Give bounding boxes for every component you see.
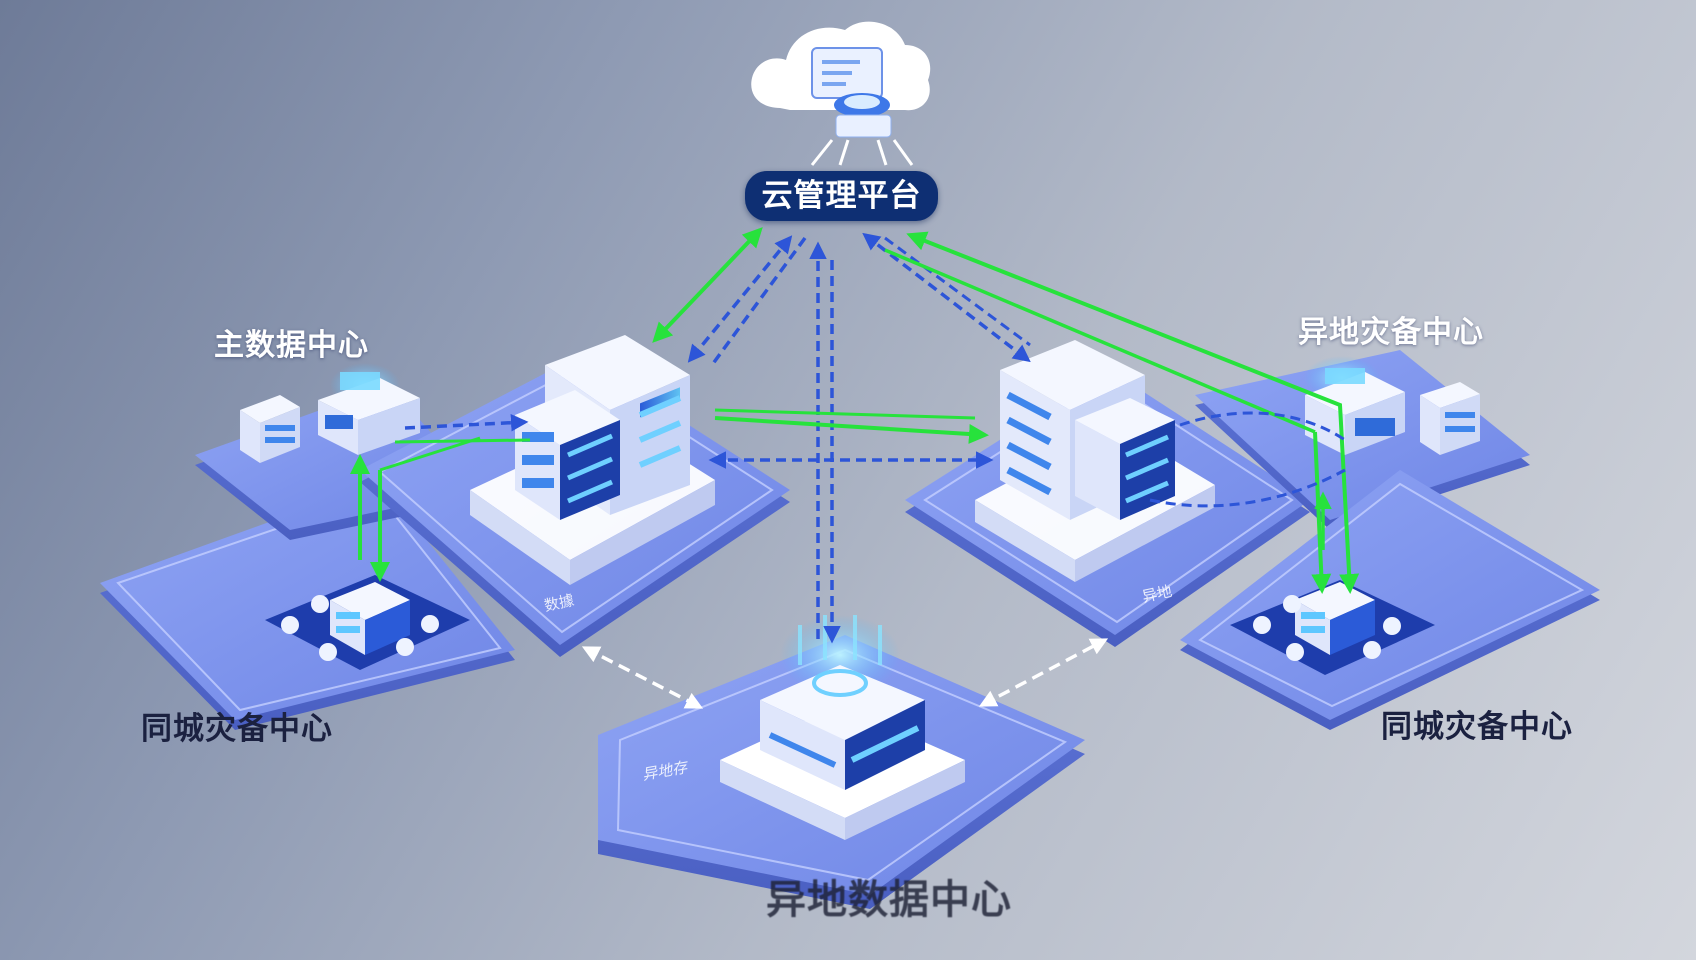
- samecity-dr-right-label: 同城灾备中心: [1381, 709, 1573, 745]
- arrow-bottom-to-offsite-white: [978, 638, 1109, 707]
- cloud-icon: [751, 21, 931, 166]
- arrow-bottom-to-primary-white: [581, 646, 704, 709]
- primary-small-server: [240, 395, 300, 463]
- bottom-datacenter-label: 异地数据中心: [766, 877, 1012, 923]
- connection-arrows: [350, 227, 1360, 709]
- arrow-primary-to-offsite-green: [714, 416, 989, 444]
- primary-glow-server: [318, 363, 420, 455]
- left-samecity-server: [265, 575, 470, 670]
- offsite-small-server: [1420, 382, 1480, 455]
- cloud-platform-label: 云管理平台: [745, 171, 938, 221]
- primary-datacenter-building: [470, 335, 715, 585]
- arrow-cloud-to-primary-blue: [687, 235, 793, 363]
- arrow-primary-to-small-blue: [404, 413, 529, 432]
- offsite-dr-label: 异地灾备中心: [1298, 315, 1484, 350]
- primary-datacenter-label: 主数据中心: [214, 328, 369, 363]
- bottom-center-server: [720, 615, 965, 840]
- arrow-cloud-to-right-samecity-green: [906, 231, 1360, 594]
- samecity-dr-left-label: 同城灾备中心: [141, 711, 333, 747]
